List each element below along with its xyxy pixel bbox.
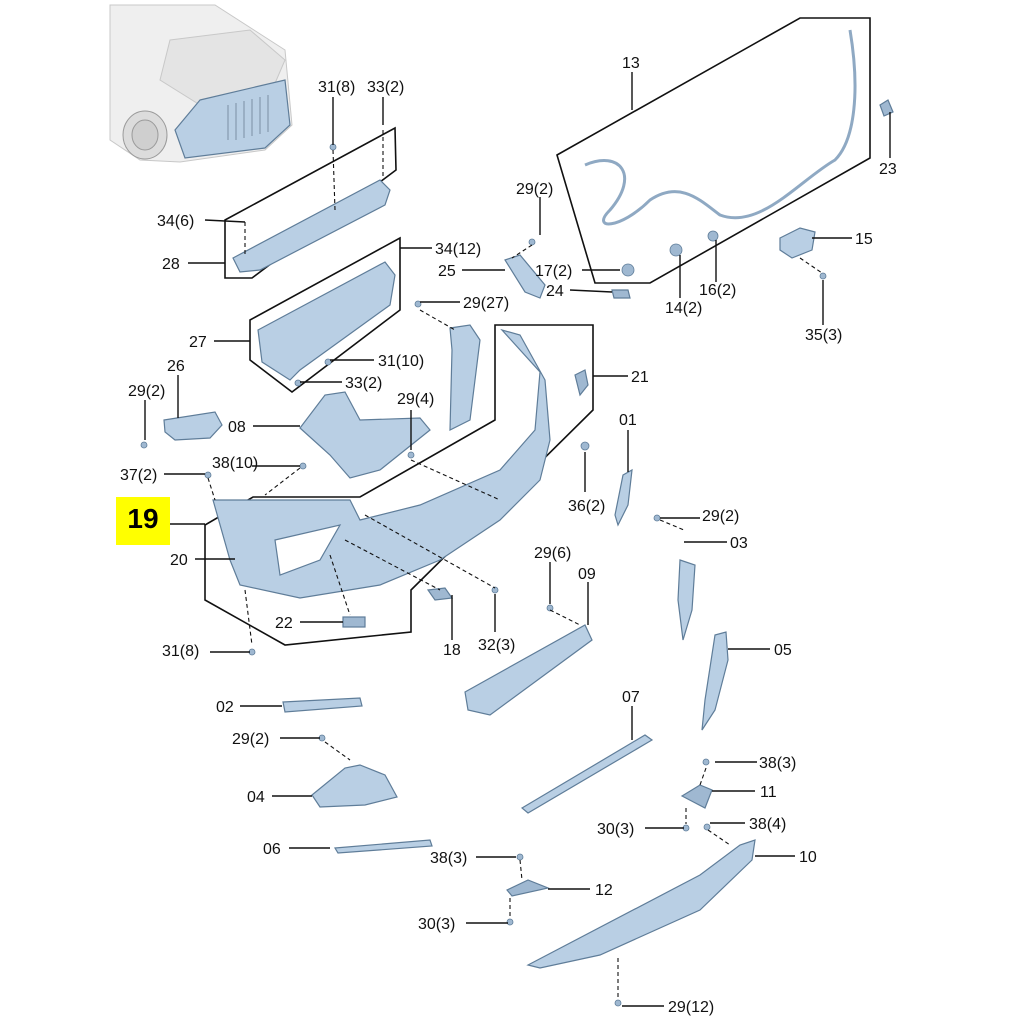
callout-label: 35(3): [805, 327, 842, 344]
callout-label: 18: [443, 642, 461, 659]
callout-label: 21: [631, 369, 649, 386]
part-10: [526, 839, 756, 969]
frame-27: [249, 236, 401, 394]
part-01: [614, 468, 633, 527]
callout-label: 29(12): [668, 999, 714, 1016]
part-15: [779, 227, 816, 259]
callout-label: 24: [546, 283, 564, 300]
part-13: [584, 29, 857, 226]
callout-label: 16(2): [699, 282, 736, 299]
callout-label: 27: [189, 334, 207, 351]
part-04: [311, 764, 398, 808]
callout-label: 31(10): [378, 353, 424, 370]
callout-label: 05: [774, 642, 792, 659]
parts: [140, 29, 894, 1007]
callout-label: 29(2): [232, 731, 269, 748]
callout-label: 29(27): [463, 295, 509, 312]
callout-label: 38(3): [430, 850, 467, 867]
part-strip-a: [449, 324, 481, 431]
callout-label: 09: [578, 566, 596, 583]
callout-labels: 31(8) 33(2) 34(6) 28 34(12) 27 31(10) 33…: [120, 55, 897, 1016]
part-24: [611, 289, 631, 299]
callout-label: 32(3): [478, 637, 515, 654]
frame-13: [556, 17, 871, 284]
callout-label: 10: [799, 849, 817, 866]
callout-label: 31(8): [318, 79, 355, 96]
callout-label: 29(2): [516, 181, 553, 198]
part-02: [282, 697, 363, 713]
part-23: [879, 99, 894, 117]
part-36: [580, 441, 590, 451]
part-22: [342, 616, 366, 628]
highlight-box: [116, 497, 170, 545]
callout-label: 14(2): [665, 300, 702, 317]
callout-label: 34(6): [157, 213, 194, 230]
callout-label: 38(4): [749, 816, 786, 833]
callout-label: 38(10): [212, 455, 258, 472]
part-27: [257, 261, 396, 381]
callout-label: 04: [247, 789, 265, 806]
part-09: [464, 624, 593, 716]
callout-label: 08: [228, 419, 246, 436]
leader-lines: [144, 72, 891, 1007]
callout-label: 34(12): [435, 241, 481, 258]
callout-label: 29(4): [397, 391, 434, 408]
callout-label: 11: [760, 784, 777, 801]
callout-19: 19: [127, 503, 158, 534]
part-21: [574, 369, 589, 397]
callout-label: 30(3): [597, 821, 634, 838]
car-thumbnail: [109, 4, 293, 163]
callout-label: 17(2): [535, 263, 572, 280]
part-26: [163, 411, 223, 441]
part-05: [701, 631, 729, 731]
part-07: [520, 734, 654, 814]
callout-label: 28: [162, 256, 180, 273]
callout-label: 13: [622, 55, 640, 72]
part-28: [232, 179, 391, 273]
part-11: [680, 784, 713, 809]
part-12: [506, 879, 551, 897]
callout-label: 38(3): [759, 755, 796, 772]
part-03: [677, 559, 696, 641]
callout-label: 12: [595, 882, 613, 899]
part-25: [504, 254, 546, 299]
callout-label: 29(6): [534, 545, 571, 562]
part-08: [299, 391, 431, 479]
callout-label: 22: [275, 615, 293, 632]
callout-label: 30(3): [418, 916, 455, 933]
callout-label: 02: [216, 699, 234, 716]
callout-label: 25: [438, 263, 456, 280]
part-06: [333, 839, 433, 854]
callout-label: 07: [622, 689, 640, 706]
callout-label: 20: [170, 552, 188, 569]
callout-label: 36(2): [568, 498, 605, 515]
highlight-callout-19: 19: [116, 497, 170, 545]
callout-label: 31(8): [162, 643, 199, 660]
callout-label: 26: [167, 358, 185, 375]
callout-label: 37(2): [120, 467, 157, 484]
callout-label: 06: [263, 841, 281, 858]
callout-label: 33(2): [345, 375, 382, 392]
callout-label: 33(2): [367, 79, 404, 96]
callout-label: 01: [619, 412, 637, 429]
callout-label: 29(2): [702, 508, 739, 525]
callout-label: 23: [879, 161, 897, 178]
callout-label: 15: [855, 231, 873, 248]
callout-label: 03: [730, 535, 748, 552]
callout-label: 29(2): [128, 383, 165, 400]
part-20: [212, 328, 551, 599]
